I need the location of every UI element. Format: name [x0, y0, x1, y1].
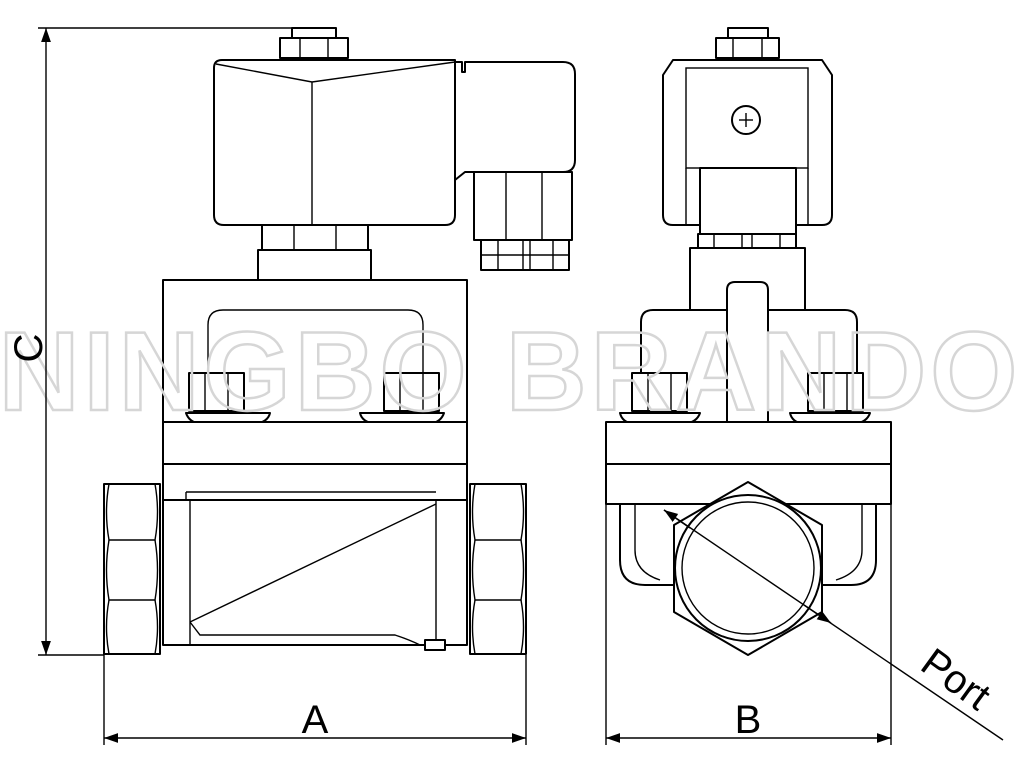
side-port-hex: [673, 481, 823, 656]
front-connector-plug: [454, 61, 576, 271]
dimension-b-label: B: [735, 698, 762, 742]
side-top-nut: [715, 27, 780, 59]
front-view: [103, 27, 576, 655]
side-bonnet: [640, 281, 858, 423]
dimension-c-label: C: [7, 334, 51, 363]
front-flange: [162, 421, 468, 506]
front-hex-right: [469, 483, 527, 655]
side-bolt-left: [619, 372, 701, 425]
dimension-a-label: A: [302, 698, 329, 742]
side-flange: [605, 421, 892, 505]
front-body: [162, 499, 468, 651]
front-bolt-left: [185, 372, 271, 425]
front-hex-left: [103, 483, 161, 655]
dimension-c: [38, 27, 300, 656]
front-top-nut: [279, 27, 349, 59]
side-view: [605, 27, 892, 656]
front-coil: [213, 59, 456, 226]
dimension-port: [663, 509, 1004, 741]
watermark-text: NINGBO BRANDO: [0, 309, 1016, 434]
dimension-a: [103, 655, 527, 745]
dimension-b: [605, 504, 892, 745]
